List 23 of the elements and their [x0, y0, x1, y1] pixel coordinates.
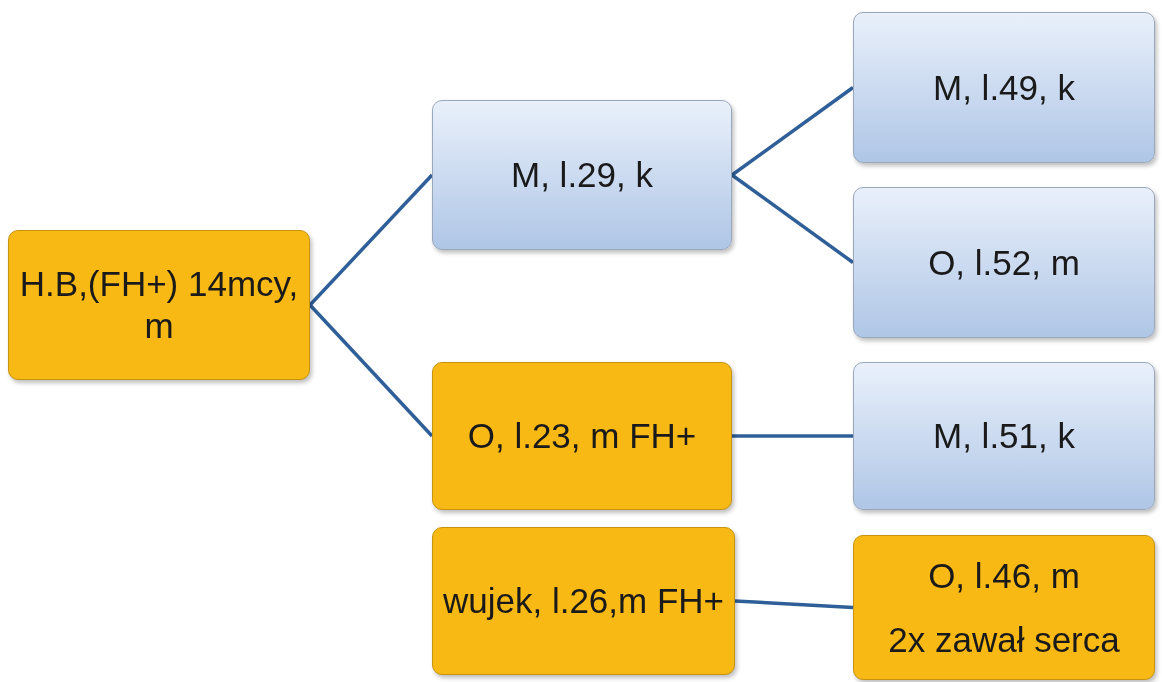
- connector-line: [308, 303, 434, 438]
- person-label: O, l.23, m FH+: [467, 415, 697, 457]
- person-label: wujek, l.26,m FH+: [442, 580, 725, 622]
- person-box: [853, 187, 1155, 338]
- connector-line: [730, 86, 855, 177]
- person-label: M, l.51, k: [933, 415, 1075, 457]
- person-label: M, l.49, k: [933, 66, 1075, 109]
- person-box: [853, 535, 1155, 680]
- person-label: O, l.52, m: [928, 241, 1080, 284]
- person-label: O, l.46, m: [928, 554, 1080, 597]
- person-box: [8, 230, 310, 380]
- person-box: [432, 362, 732, 510]
- person-box: [853, 362, 1155, 510]
- connector-line: [308, 173, 434, 307]
- connector-line: [732, 434, 853, 438]
- person-box: [432, 100, 732, 250]
- person-label: 2x zawał serca: [888, 618, 1120, 661]
- connector-line: [734, 599, 854, 610]
- person-box: [853, 12, 1155, 163]
- person-label: M, l.29, k: [511, 154, 653, 196]
- connector-line: [730, 173, 855, 264]
- person-label: H.B,(FH+) 14mcy, m: [18, 263, 300, 347]
- person-box: [432, 527, 735, 675]
